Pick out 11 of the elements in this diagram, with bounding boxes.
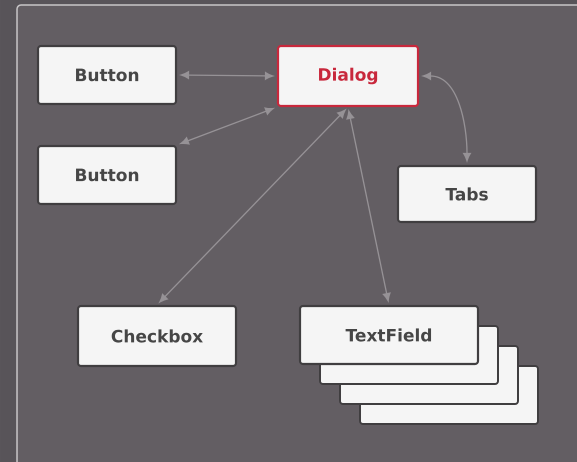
component-box: Checkbox: [76, 304, 238, 368]
component-box: Button: [36, 44, 178, 106]
dialog-box: Dialog: [276, 44, 420, 108]
arrow: [346, 110, 391, 302]
arrow: [180, 71, 274, 80]
component-box: Tabs: [396, 164, 538, 224]
arrow: [159, 110, 346, 302]
arrow: [180, 107, 274, 145]
component-box: Button: [36, 144, 178, 206]
arrow: [422, 72, 471, 162]
component-box: TextField: [298, 304, 480, 366]
